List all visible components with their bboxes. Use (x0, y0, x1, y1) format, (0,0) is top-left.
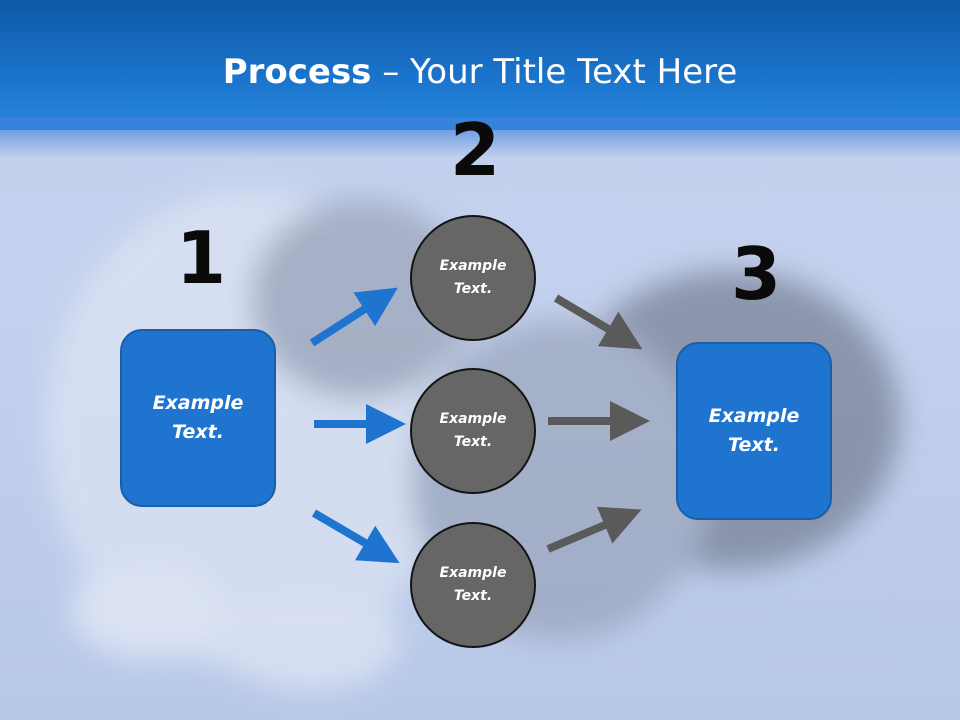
title-banner-fade (0, 118, 960, 158)
left-process-box[interactable]: Example Text. (120, 329, 276, 507)
arrow-left-to-top (309, 287, 398, 347)
process-circle-bottom[interactable]: Example Text. (410, 522, 536, 648)
step-number-3: 3 (731, 232, 782, 316)
left-box-text: Example Text. (152, 392, 244, 443)
process-circle-top[interactable]: Example Text. (410, 215, 536, 341)
circle-top-text: Example Text. (439, 258, 507, 297)
arrow-bottom-to-right (546, 506, 642, 553)
right-box-text: Example Text. (708, 405, 800, 456)
title-bold: Process (222, 52, 372, 92)
arrow-left-to-bottom (311, 509, 400, 564)
step-number-1: 1 (176, 216, 227, 300)
step-number-2: 2 (450, 108, 501, 192)
right-process-box[interactable]: Example Text. (676, 342, 832, 520)
circle-middle-text: Example Text. (439, 411, 507, 450)
title-rest: – Your Title Text Here (371, 52, 738, 92)
process-circle-middle[interactable]: Example Text. (410, 368, 536, 494)
circle-bottom-text: Example Text. (439, 565, 507, 604)
arrow-top-to-right (553, 294, 643, 350)
title-banner (0, 0, 960, 130)
slide-title[interactable]: Process – Your Title Text Here (0, 52, 960, 92)
